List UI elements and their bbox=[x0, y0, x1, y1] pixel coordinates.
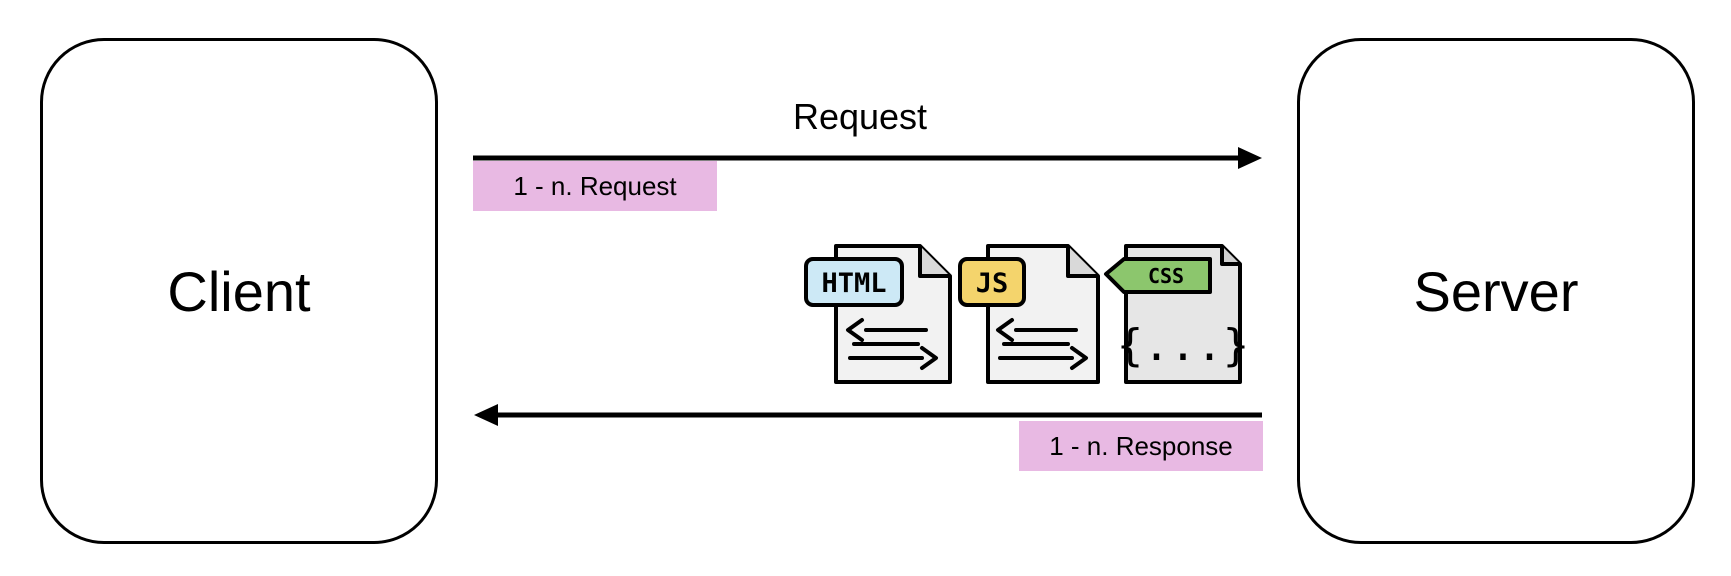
html-file-icon: HTML bbox=[804, 244, 952, 384]
css-file-icon: CSS {...} bbox=[1104, 244, 1249, 384]
css-ribbon bbox=[1104, 257, 1212, 294]
response-tag-label: 1 - n. Response bbox=[1049, 430, 1233, 461]
request-tag: 1 - n. Request bbox=[473, 161, 717, 211]
html-badge-label: HTML bbox=[821, 268, 886, 299]
server-label: Server bbox=[1413, 259, 1579, 323]
js-file-icon: JS bbox=[958, 244, 1100, 384]
server-node: Server bbox=[1297, 38, 1695, 544]
response-arrow bbox=[474, 404, 1262, 426]
js-badge bbox=[958, 257, 1026, 307]
html-badge bbox=[804, 257, 904, 307]
request-tag-label: 1 - n. Request bbox=[513, 170, 677, 201]
css-badge-label: CSS bbox=[1148, 264, 1184, 288]
js-badge-label: JS bbox=[976, 268, 1009, 299]
client-node: Client bbox=[40, 38, 438, 544]
client-label: Client bbox=[167, 259, 311, 323]
request-arrow bbox=[473, 147, 1262, 169]
response-tag: 1 - n. Response bbox=[1019, 421, 1263, 471]
css-braces: {...} bbox=[1117, 320, 1249, 371]
request-title: Request bbox=[792, 96, 928, 137]
